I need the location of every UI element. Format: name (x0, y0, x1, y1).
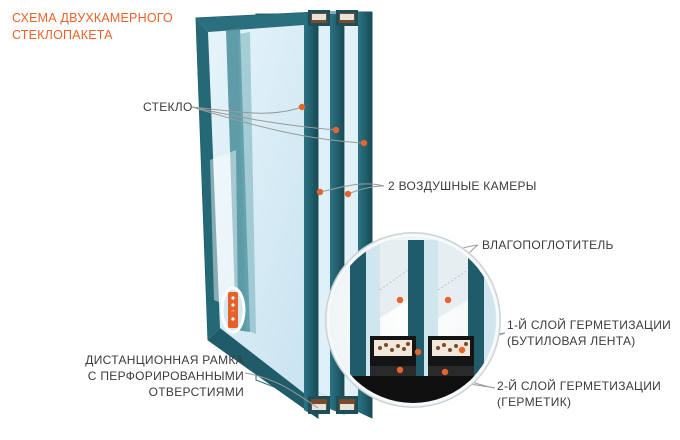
title-line-2: СТЕКЛОПАКЕТА (12, 28, 113, 42)
label-spacer: ДИСТАНЦИОННАЯ РАМКА С ПЕРФОРИРОВАННЫМИ О… (58, 352, 244, 400)
label-seal-1-line-1: 1-Й СЛОЙ ГЕРМЕТИЗАЦИИ (507, 318, 672, 332)
label-seal-1: 1-Й СЛОЙ ГЕРМЕТИЗАЦИИ (БУТИЛОВАЯ ЛЕНТА) (507, 317, 671, 349)
perforated-spacer-detail (220, 286, 246, 334)
marker-seal1-a (414, 348, 422, 356)
marker-spacer (230, 311, 236, 317)
label-seal-2-line-1: 2-Й СЛОЙ ГЕРМЕТИЗАЦИИ (497, 379, 662, 393)
top-spacers (308, 10, 358, 26)
marker-glass-3 (360, 139, 368, 147)
magnifier-lens (325, 232, 501, 408)
marker-chamber-1 (316, 188, 324, 196)
label-seal-2-line-2: (ГЕРМЕТИК) (497, 395, 572, 409)
marker-seal2-a (396, 366, 404, 374)
marker-chamber-2 (344, 190, 352, 198)
marker-glass-1 (298, 103, 306, 111)
label-seal-1-line-2: (БУТИЛОВАЯ ЛЕНТА) (507, 334, 636, 348)
marker-seal2-b (441, 368, 449, 376)
label-spacer-line-1: ДИСТАНЦИОННАЯ РАМКА (85, 353, 244, 367)
label-spacer-line-3: ОТВЕРСТИЯМИ (148, 385, 244, 399)
title-line-1: СХЕМА ДВУХКАМЕРНОГО (12, 11, 173, 25)
marker-desiccant-a (396, 296, 404, 304)
label-desiccant: ВЛАГОПОГЛОТИТЕЛЬ (482, 238, 614, 252)
bottom-spacers (308, 396, 358, 414)
marker-dots (230, 103, 466, 376)
label-spacer-line-2: С ПЕРФОРИРОВАННЫМИ (87, 369, 244, 383)
marker-glass-2 (332, 126, 340, 134)
diagram-title: СХЕМА ДВУХКАМЕРНОГО СТЕКЛОПАКЕТА (12, 10, 173, 44)
marker-desiccant-b (444, 296, 452, 304)
label-seal-2: 2-Й СЛОЙ ГЕРМЕТИЗАЦИИ (ГЕРМЕТИК) (497, 378, 661, 410)
marker-seal1-b (458, 346, 466, 354)
label-air-chambers: 2 ВОЗДУШНЫЕ КАМЕРЫ (388, 179, 537, 193)
label-glass: СТЕКЛО (143, 100, 193, 114)
